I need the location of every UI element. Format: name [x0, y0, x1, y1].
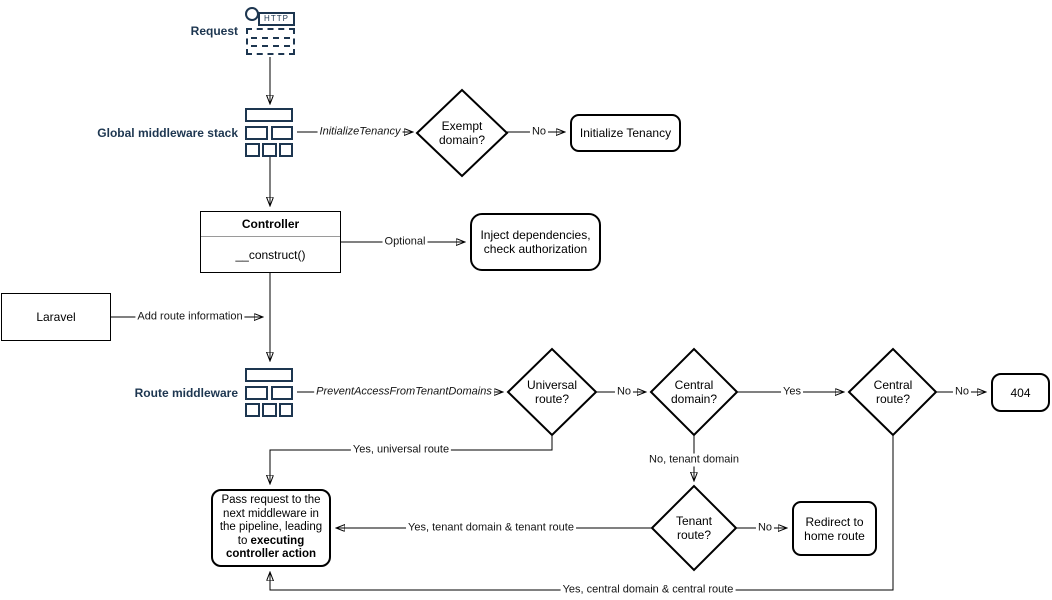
- grid-cell: [262, 143, 277, 157]
- grid-cell: [271, 386, 293, 400]
- initialize-tenancy-box: Initialize Tenancy: [570, 114, 681, 152]
- pass-request-text: Pass request to the next middleware in t…: [215, 494, 327, 562]
- http-request-circle: [245, 7, 259, 21]
- central-route-label: Central route?: [873, 378, 913, 406]
- tenant-route-label: Tenant route?: [675, 514, 713, 542]
- initialize-tenancy-text: Initialize Tenancy: [579, 126, 672, 140]
- grid-cell: [271, 126, 293, 140]
- central-domain-label: Central domain?: [670, 378, 718, 406]
- decision-central-domain: [649, 347, 739, 437]
- controller-method: __construct(): [235, 247, 306, 262]
- 404-box: 404: [991, 373, 1050, 412]
- laravel-box: Laravel: [1, 293, 111, 341]
- 404-text: 404: [1010, 385, 1031, 400]
- request-label: Request: [190, 24, 238, 38]
- edge-label-central-route-no: No: [952, 385, 972, 399]
- edge-label-add-route-information: Add route information: [135, 310, 245, 324]
- edge-label-optional: Optional: [382, 235, 428, 249]
- redirect-home-text: Redirect to home route: [804, 514, 865, 543]
- edge-label-exempt-no: No: [529, 125, 549, 139]
- grid-cell: [279, 403, 293, 417]
- grid-cell: [245, 386, 268, 400]
- grid-cell: [245, 126, 268, 140]
- inject-dependencies-text: Inject dependencies, check authorization: [480, 228, 591, 256]
- laravel-text: Laravel: [36, 310, 76, 324]
- edge-label-universal-no: No: [614, 385, 634, 399]
- edge-label-prevent-access: PreventAccessFromTenantDomains: [314, 385, 494, 399]
- http-request-body: [246, 28, 295, 55]
- edge-label-tenant-no: No: [755, 521, 775, 535]
- pass-request-text-pre: Pass request to the next middleware in t…: [219, 494, 323, 547]
- grid-cell: [245, 403, 260, 417]
- global-middleware-stack-icon: [245, 108, 295, 157]
- pass-request-text-bold: executing controller action: [225, 534, 317, 561]
- pass-request-box: Pass request to the next middleware in t…: [211, 489, 331, 567]
- route-middleware-icon: [245, 368, 295, 417]
- edge-label-no-tenant-domain: No, tenant domain: [647, 453, 741, 467]
- http-request-icon: HTTP: [245, 7, 296, 55]
- global-middleware-label: Global middleware stack: [97, 126, 238, 140]
- edge-label-initialize-tenancy: InitializeTenancy: [317, 125, 403, 139]
- inject-dependencies-box: Inject dependencies, check authorization: [470, 213, 601, 271]
- universal-route-label: Universal route?: [526, 378, 577, 406]
- grid-cell: [279, 143, 293, 157]
- decision-central-route: [847, 347, 938, 437]
- http-dash-row: [251, 37, 290, 39]
- grid-cell: [245, 108, 293, 122]
- decision-universal-route: [506, 347, 598, 437]
- grid-cell: [245, 368, 293, 382]
- decision-tenant-route: [650, 484, 738, 572]
- edge-label-central-domain-yes: Yes: [781, 385, 803, 399]
- edge-label-yes-tenant-domain-route: Yes, tenant domain & tenant route: [406, 521, 576, 535]
- edge-label-yes-universal-route: Yes, universal route: [350, 443, 452, 457]
- controller-box: Controller __construct(): [200, 211, 341, 273]
- http-request-header: HTTP: [258, 12, 295, 26]
- grid-cell: [245, 143, 260, 157]
- route-middleware-label: Route middleware: [134, 386, 238, 400]
- edge-universal-yes-to-pass: [270, 435, 553, 483]
- edge-label-yes-central-domain-route: Yes, central domain & central route: [560, 583, 736, 597]
- http-dash-row: [251, 45, 290, 47]
- exempt-domain-label: Exempt domain?: [438, 119, 486, 147]
- grid-cell: [262, 403, 277, 417]
- redirect-home-box: Redirect to home route: [792, 501, 877, 556]
- controller-title: Controller: [201, 212, 340, 237]
- decision-exempt-domain: [415, 88, 509, 178]
